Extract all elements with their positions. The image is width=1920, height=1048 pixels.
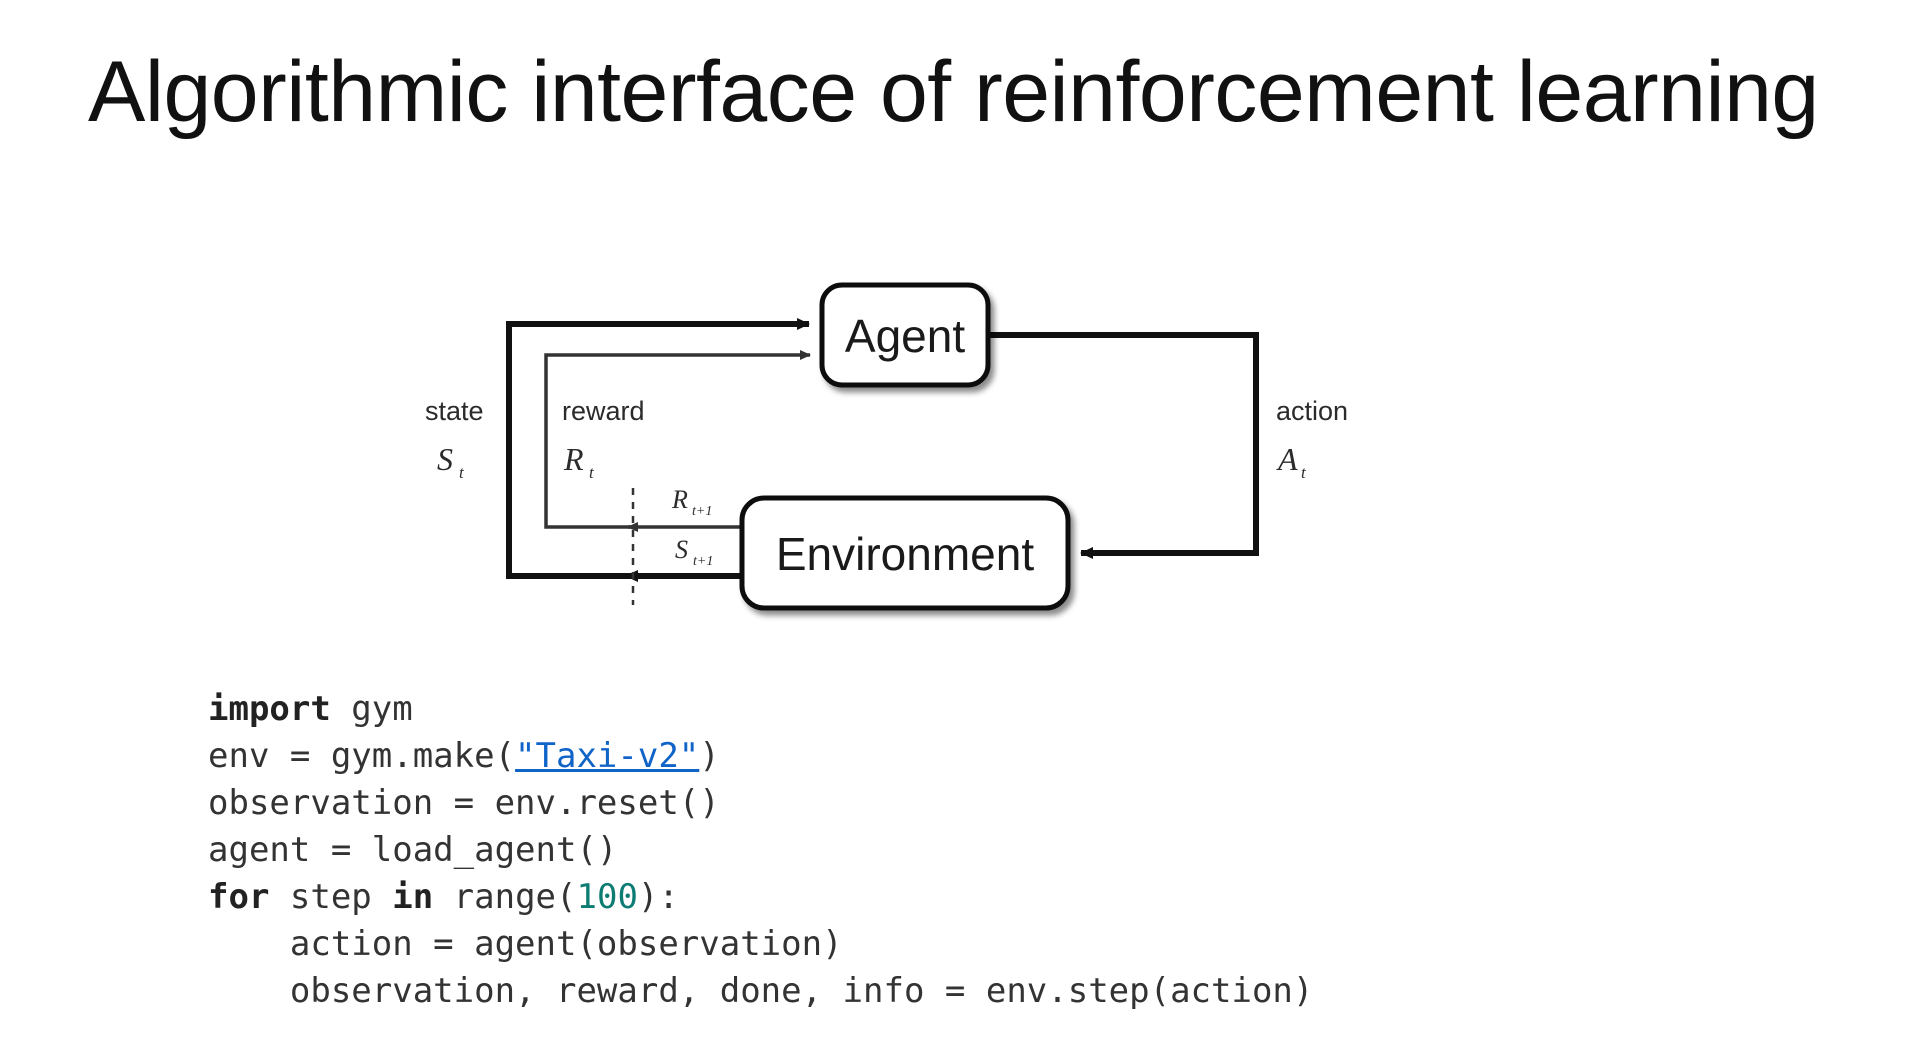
reward-label-word: reward [562, 396, 645, 426]
code-keyword: import [208, 689, 331, 729]
reward-label-subscript: t [589, 463, 595, 482]
action-label-word: action [1276, 396, 1348, 426]
agent-node[interactable]: Agent [819, 282, 991, 388]
agent-environment-diagram: Agent Environment state S t reward R t [0, 200, 1920, 630]
code-keyword: for [208, 877, 270, 917]
action-label-subscript: t [1301, 463, 1307, 482]
agent-node-label: Agent [845, 310, 965, 362]
state-next-subscript: t+1 [693, 554, 713, 569]
code-env-id-link[interactable]: "Taxi-v2" [515, 736, 700, 776]
state-label-word: state [425, 396, 484, 426]
code-text: agent = load_agent() [208, 830, 618, 870]
code-number-literal: 100 [576, 877, 638, 917]
code-text: step [269, 877, 393, 917]
code-text: ): [637, 877, 679, 917]
state-next-label: S t+1 [675, 535, 713, 569]
page-title: Algorithmic interface of reinforcement l… [88, 44, 1819, 140]
code-text: ) [699, 736, 720, 776]
code-line: observation, reward, done, info = env.st… [208, 968, 1314, 1015]
code-line: action = agent(observation) [208, 921, 1313, 968]
code-text: range( [433, 877, 577, 917]
reward-next-symbol: R [671, 485, 688, 514]
action-label: action A t [1276, 396, 1348, 482]
state-loop-path [506, 318, 810, 579]
code-text: observation = env.reset() [208, 783, 720, 823]
code-keyword: in [392, 877, 434, 917]
reward-label: reward R t [562, 396, 645, 482]
code-line: env = gym.make("Taxi-v2") [208, 733, 1313, 780]
action-path [988, 332, 1259, 559]
code-line: observation = env.reset() [208, 780, 1313, 827]
reward-loop-path [544, 350, 811, 529]
state-label-subscript: t [459, 463, 465, 482]
state-next-symbol: S [675, 535, 688, 564]
code-line: import gym [208, 686, 1313, 733]
state-label: state S t [425, 396, 484, 482]
reward-label-symbol: R [563, 441, 584, 477]
code-text: gym [330, 689, 413, 729]
action-label-symbol: A [1276, 441, 1298, 477]
code-text: action = agent(observation) [208, 924, 843, 964]
environment-node[interactable]: Environment [739, 495, 1071, 611]
reward-next-label: R t+1 [671, 485, 712, 519]
code-text: env = gym.make( [208, 736, 516, 776]
reward-next-subscript: t+1 [692, 504, 712, 519]
code-text: observation, reward, done, info = env.st… [208, 971, 1314, 1011]
state-label-symbol: S [437, 441, 453, 477]
code-line: agent = load_agent() [208, 827, 1313, 874]
environment-node-label: Environment [776, 528, 1034, 580]
code-line: for step in range(100): [208, 874, 1313, 921]
